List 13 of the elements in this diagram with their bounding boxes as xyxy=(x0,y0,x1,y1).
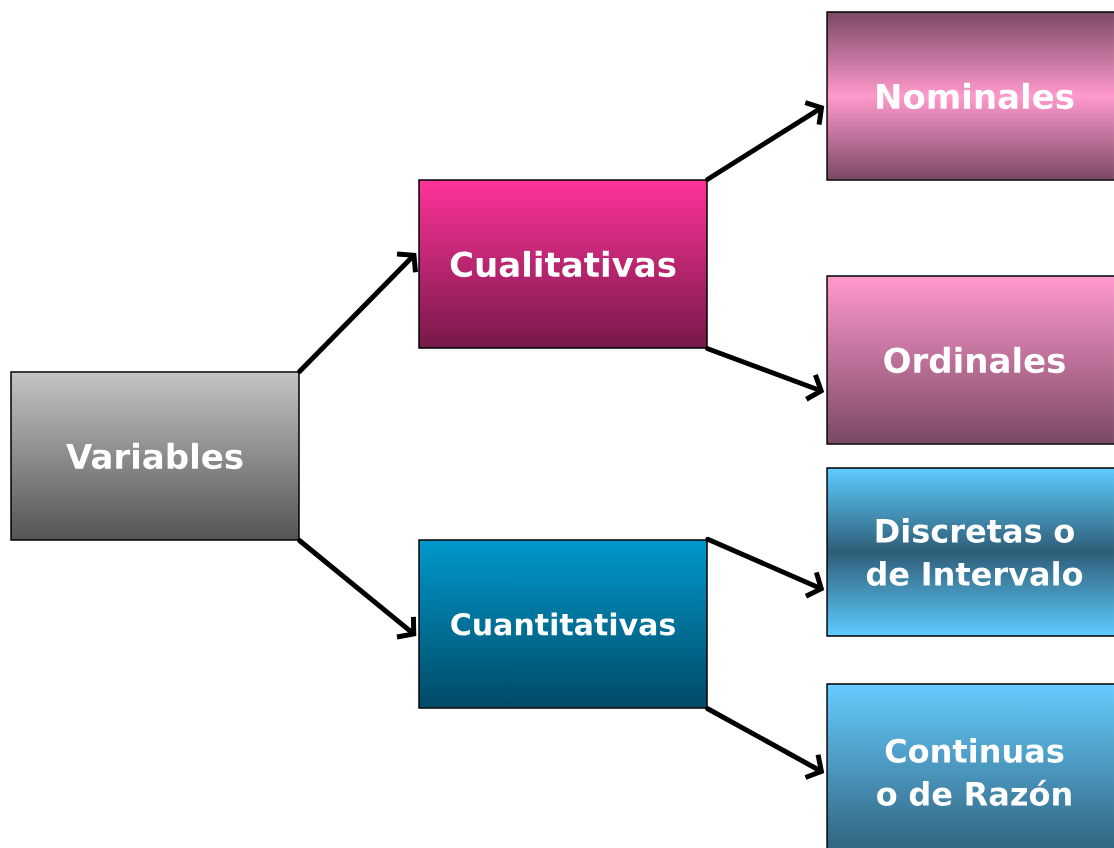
category-box: Nominales xyxy=(826,11,1114,181)
arrow xyxy=(705,100,825,182)
category-box: Discretas o de Intervalo xyxy=(826,467,1114,637)
arrow xyxy=(705,706,825,780)
arrow xyxy=(705,346,825,402)
arrow xyxy=(297,251,418,374)
category-box: Ordinales xyxy=(826,275,1114,445)
category-box: Cualitativas xyxy=(418,179,708,349)
arrow xyxy=(705,536,825,599)
arrow xyxy=(297,538,417,640)
category-box: Continuas o de Razón xyxy=(826,683,1114,848)
category-box: Variables xyxy=(10,371,300,541)
category-box: Cuantitativas xyxy=(418,539,708,709)
